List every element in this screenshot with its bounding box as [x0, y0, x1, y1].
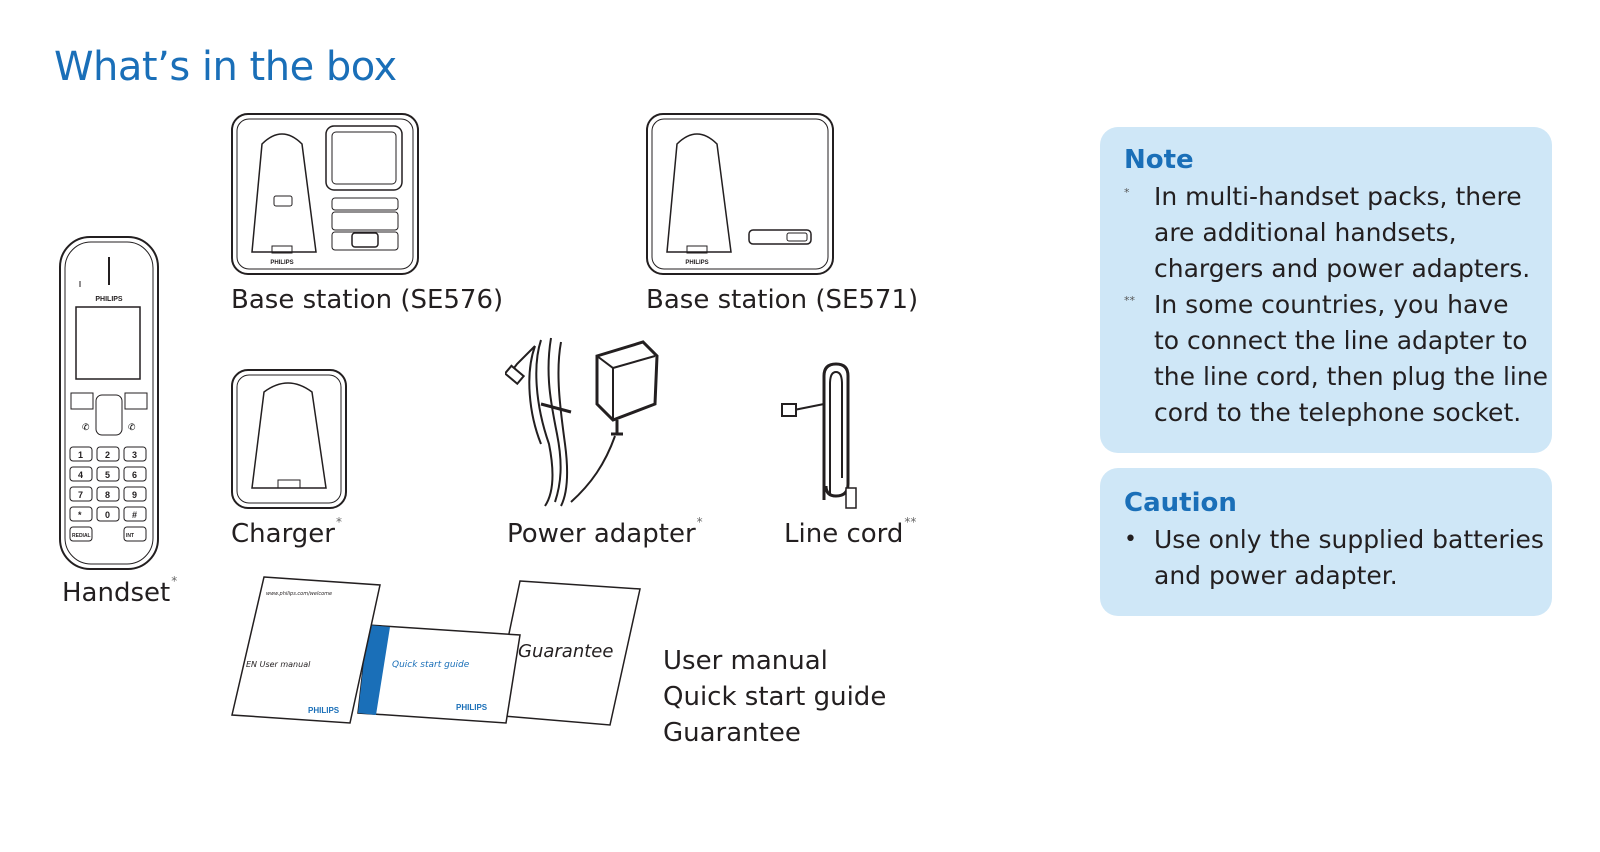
keypad-key-label: 6	[132, 470, 137, 480]
handset-brand-text: PHILIPS	[95, 296, 123, 303]
keypad-key-label: 1	[78, 450, 83, 460]
keypad-function-key	[123, 526, 147, 542]
keypad-key	[123, 466, 147, 482]
keypad-key	[96, 506, 120, 522]
keypad-function-label: REDIAL	[72, 533, 91, 539]
keypad-key-label: 8	[105, 490, 110, 500]
power-adapter-caption: Power adapter*	[507, 515, 703, 549]
note-line: cord to the telephone socket.	[1154, 398, 1522, 427]
keypad-key	[123, 486, 147, 502]
keypad-key	[123, 446, 147, 462]
keypad-key	[69, 446, 93, 462]
keypad-key-label: 5	[105, 470, 110, 480]
handset-caption: Handset*	[62, 574, 178, 608]
keypad-key	[69, 506, 93, 522]
documents-illustration: Guarantee Quick start guide PHILIPS www.…	[231, 576, 641, 726]
svg-text:✆: ✆	[82, 423, 90, 433]
quick-start-brand-text: PHILIPS	[456, 703, 488, 712]
keypad-key	[96, 486, 120, 502]
note-line: In multi-handset packs, there	[1154, 182, 1522, 211]
keypad-key	[69, 486, 93, 502]
note-box: Note * In multi-handset packs, there are…	[1100, 127, 1552, 453]
note-line: the line cord, then plug the line	[1154, 362, 1549, 391]
se576-brand-text: PHILIPS	[270, 260, 293, 266]
note-item: ** In some countries, you have to connec…	[1124, 287, 1548, 431]
note-item: * In multi-handset packs, there are addi…	[1124, 179, 1530, 287]
keypad-function-key	[69, 526, 93, 542]
note-line: chargers and power adapters.	[1154, 254, 1531, 283]
base-station-se571-illustration: PHILIPS	[646, 113, 834, 275]
manual-cover-text: EN User manual	[246, 660, 311, 669]
base-station-se576-illustration: PHILIPS	[231, 113, 419, 275]
keypad-key-label: 2	[105, 450, 110, 460]
guarantee-cover-text: Guarantee	[518, 641, 613, 662]
caution-heading: Caution	[1124, 488, 1237, 518]
caution-item: • Use only the supplied batteries and po…	[1124, 522, 1544, 594]
caution-line: Use only the supplied batteries	[1154, 525, 1544, 554]
page-title: What’s in the box	[54, 44, 397, 90]
documents-list: User manual Quick start guide Guarantee	[663, 643, 886, 751]
documents-list-item: Guarantee	[663, 718, 801, 748]
note-line: to connect the line adapter to	[1154, 326, 1528, 355]
keypad-key-label: 7	[78, 490, 83, 500]
handset-illustration: PHILIPS ✆ ✆ 1 2 3 4 5 6 7 8 9 * 0 # REDIAL INT	[59, 236, 159, 570]
keypad-key-label: 0	[105, 510, 110, 520]
keypad-key-label: 4	[78, 470, 83, 480]
keypad-key-label: #	[132, 510, 137, 520]
charger-illustration	[231, 369, 347, 509]
line-cord-caption: Line cord**	[784, 515, 917, 549]
note-heading: Note	[1124, 145, 1194, 175]
power-adapter-illustration	[505, 337, 659, 507]
keypad-key	[123, 506, 147, 522]
manual-brand-text: PHILIPS	[308, 706, 340, 715]
keypad-key	[96, 446, 120, 462]
keypad-key	[96, 466, 120, 482]
se571-brand-text: PHILIPS	[685, 260, 708, 266]
keypad-key-label: 9	[132, 490, 137, 500]
keypad-key-label: 3	[132, 450, 137, 460]
quick-start-cover-text: Quick start guide	[392, 660, 470, 670]
base-station-se571-caption: Base station (SE571)	[646, 285, 919, 315]
note-item-mark: *	[1124, 186, 1130, 199]
note-line: are additional handsets,	[1154, 218, 1457, 247]
caution-bullet: •	[1124, 527, 1137, 552]
documents-list-item: Quick start guide	[663, 682, 887, 712]
documents-list-item: User manual	[663, 646, 828, 676]
caution-line: and power adapter.	[1154, 561, 1398, 590]
base-station-se576-caption: Base station (SE576)	[231, 285, 504, 315]
keypad-key-label: *	[78, 510, 82, 520]
manual-small-text: www.philips.com/welcome	[266, 591, 332, 597]
note-line: In some countries, you have	[1154, 290, 1509, 319]
svg-text:✆: ✆	[128, 423, 136, 433]
charger-caption: Charger*	[231, 515, 342, 549]
caution-box: Caution • Use only the supplied batterie…	[1100, 468, 1552, 616]
line-cord-illustration	[781, 362, 857, 509]
note-item-mark: **	[1124, 294, 1135, 307]
keypad-key	[69, 466, 93, 482]
keypad-function-label: INT	[126, 533, 134, 539]
